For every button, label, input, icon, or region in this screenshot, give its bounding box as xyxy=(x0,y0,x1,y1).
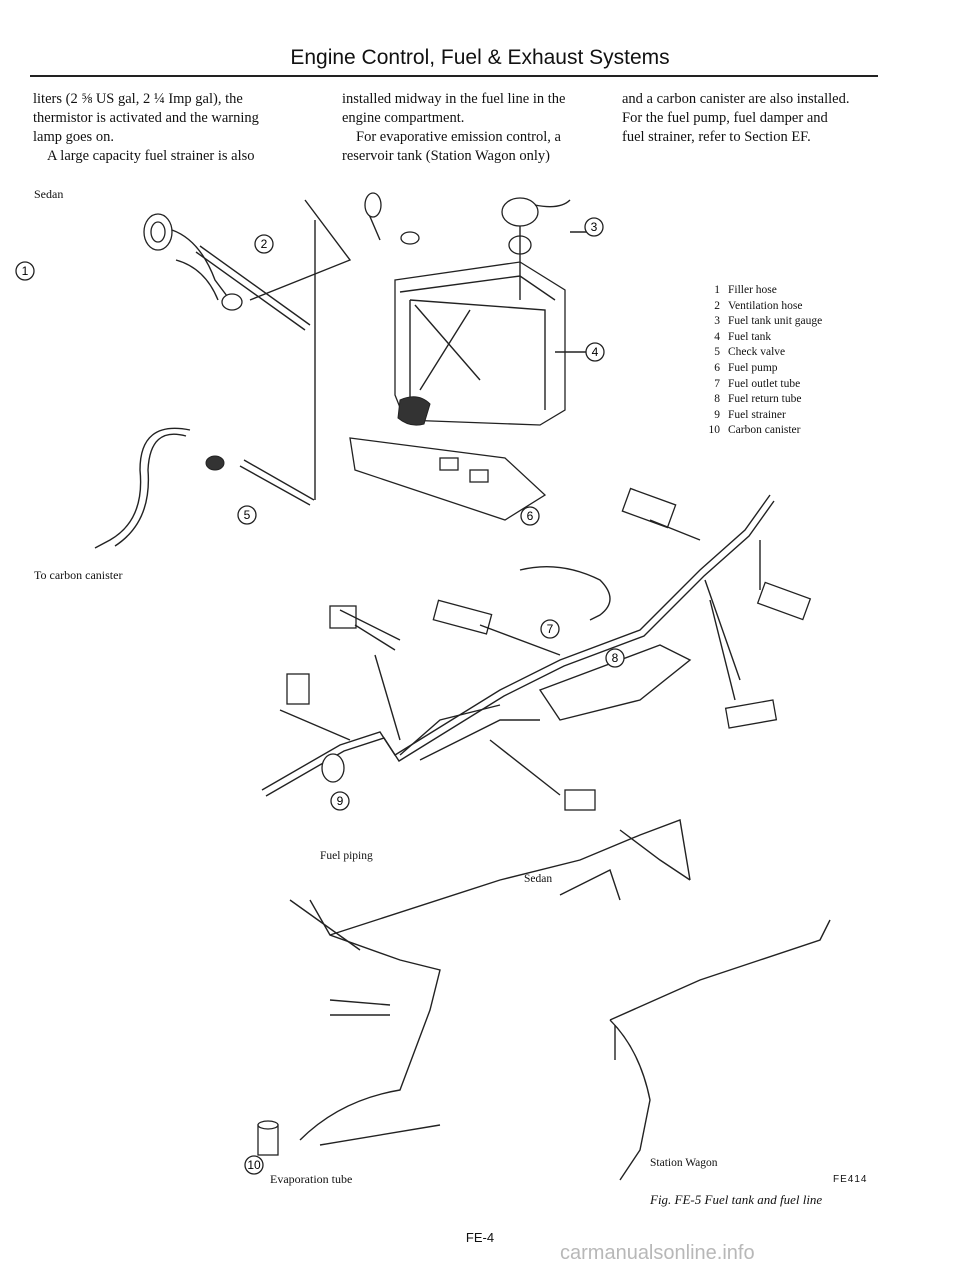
text-column-1: liters (2 ⅝ US gal, 2 ¼ Imp gal), the th… xyxy=(33,90,313,166)
legend-item: 6 Fuel pump xyxy=(700,361,822,377)
legend-item: 7 Fuel outlet tube xyxy=(700,377,822,393)
legend-text: Fuel outlet tube xyxy=(728,377,801,390)
callout-circle xyxy=(605,648,625,668)
body-text-line: installed midway in the fuel line in the xyxy=(342,91,566,107)
callout-circle xyxy=(237,505,257,525)
legend-item: 2 Ventilation hose xyxy=(700,299,822,315)
legend-text: Filler hose xyxy=(728,284,777,296)
callout-markers: 1 2 3 4 5 6 7 8 9 10 xyxy=(15,217,625,1175)
callout-circle xyxy=(244,1155,264,1175)
fuel-tank-drawing xyxy=(394,197,595,426)
legend-text: Ventilation hose xyxy=(728,299,803,312)
callout-number: 6 xyxy=(527,509,534,523)
callout-circle xyxy=(585,342,605,362)
callout-number: 5 xyxy=(244,508,251,522)
figure-caption: Fig. FE-5 Fuel tank and fuel line xyxy=(650,1192,823,1207)
watermark-logo: carmanualsonline.info xyxy=(560,1242,755,1264)
legend-number: 10 xyxy=(708,424,721,437)
callout-number: 4 xyxy=(592,345,599,359)
callout-circle xyxy=(584,217,604,237)
legend-item: 9 Fuel strainer xyxy=(700,408,822,424)
legend-item: 4 Fuel tank xyxy=(700,330,822,346)
body-text-line: reservoir tank (Station Wagon only) xyxy=(342,148,550,164)
legend-item: 1 Filler hose xyxy=(700,283,822,299)
body-text-line: For evaporative emission control, a xyxy=(356,129,561,145)
callout-number: 8 xyxy=(612,651,619,665)
legend-number: 8 xyxy=(714,393,720,406)
callout-circle xyxy=(520,506,540,526)
text-column-3: and a carbon canister are also installed… xyxy=(622,90,880,147)
callout-number: 1 xyxy=(22,264,29,278)
legend-item: 5 Check valve xyxy=(700,345,822,361)
page-number: FE-4 xyxy=(465,1230,495,1245)
legend-text: Fuel pump xyxy=(728,361,778,374)
legend-number: 7 xyxy=(714,377,720,390)
label-fuel-piping: Fuel piping xyxy=(320,850,373,862)
legend-number: 4 xyxy=(714,330,720,343)
legend-item: 8 Fuel return tube xyxy=(700,392,822,408)
legend-text: Fuel tank xyxy=(728,330,772,343)
body-text-line: and a carbon canister are also installed… xyxy=(622,91,850,107)
evaporation-tube-drawing xyxy=(257,819,831,1181)
page-header: Engine Control, Fuel & Exhaust Systems xyxy=(290,46,670,69)
legend-number: 6 xyxy=(714,361,720,374)
body-text-line: fuel strainer, refer to Section EF. xyxy=(622,129,811,145)
callout-number: 10 xyxy=(247,1158,261,1172)
callout-circle xyxy=(540,619,560,639)
callout-number: 3 xyxy=(591,220,598,234)
legend-text: Fuel strainer xyxy=(728,408,786,421)
legend-number: 3 xyxy=(714,315,720,328)
body-text-line: For the fuel pump, fuel damper and xyxy=(622,110,828,126)
callout-circle xyxy=(15,261,35,281)
callout-circle xyxy=(330,791,350,811)
callout-number: 9 xyxy=(337,794,344,808)
body-text-line: engine compartment. xyxy=(342,110,465,126)
legend-text: Fuel return tube xyxy=(728,393,802,406)
check-valve-drawing xyxy=(94,220,316,549)
legend-text: Fuel tank unit gauge xyxy=(728,315,823,328)
callout-number: 7 xyxy=(547,622,554,636)
fuel-piping-drawing xyxy=(261,487,812,811)
label-to-carbon-canister: To carbon canister xyxy=(34,568,123,582)
legend-number: 1 xyxy=(714,284,720,296)
body-text-line: A large capacity fuel strainer is also xyxy=(47,148,255,164)
legend-number: 9 xyxy=(714,408,720,421)
tank-tray-drawing xyxy=(349,396,547,521)
body-text-line: lamp goes on. xyxy=(33,129,114,145)
callout-number: 2 xyxy=(261,237,268,251)
parts-legend: 1 Filler hose 2 Ventilation hose 3 Fuel tank … xyxy=(700,283,823,439)
legend-number: 2 xyxy=(714,299,720,312)
filler-hose-drawing xyxy=(143,192,420,331)
label-evaporation-tube: Evaporation tube xyxy=(270,1172,353,1186)
text-column-2: installed midway in the fuel line in the… xyxy=(342,90,602,166)
body-text-line: liters (2 ⅝ US gal, 2 ¼ Imp gal), the xyxy=(33,91,243,107)
callout-circle xyxy=(254,234,274,254)
label-sedan-mid: Sedan xyxy=(524,873,553,885)
label-station-wagon: Station Wagon xyxy=(650,1157,718,1169)
label-sedan-top: Sedan xyxy=(34,187,64,201)
legend-number: 5 xyxy=(714,346,720,359)
header-rule xyxy=(30,75,878,77)
figure-code: FE414 xyxy=(833,1174,868,1185)
legend-item: 10 Carbon canister xyxy=(700,423,822,439)
legend-text: Check valve xyxy=(728,346,786,359)
legend-text: Carbon canister xyxy=(728,424,801,437)
legend-item: 3 Fuel tank unit gauge xyxy=(700,314,822,330)
body-text-line: thermistor is activated and the warning xyxy=(33,110,259,126)
